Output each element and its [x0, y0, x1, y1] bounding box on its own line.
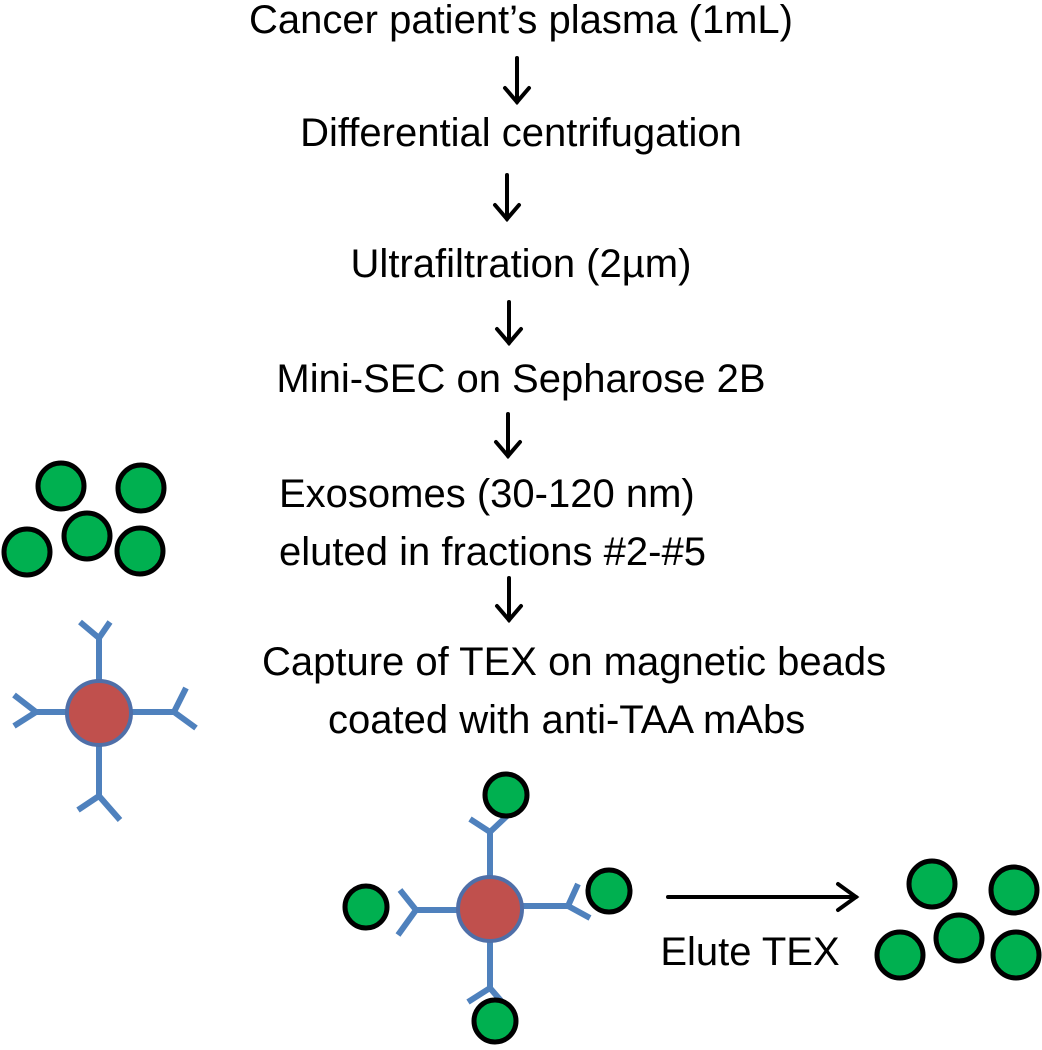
exosome: [933, 912, 985, 964]
captured-exosome: [471, 997, 519, 1045]
exosome: [988, 864, 1040, 916]
exosome: [906, 858, 958, 910]
antibody-bead-loaded: [342, 771, 633, 1045]
exosome-cluster-eluted: [874, 858, 1042, 981]
down-arrow-1: [503, 56, 531, 106]
step-ultrafiltration: Ultrafiltration (2µm): [350, 242, 692, 286]
exosome: [115, 462, 167, 514]
step-exosomes-line1: Exosomes (30-120 nm): [279, 472, 695, 516]
exosome: [874, 929, 926, 981]
down-arrow-3: [495, 300, 523, 347]
exosome: [114, 525, 166, 577]
captured-exosome: [482, 771, 530, 819]
step-exosomes-line2: eluted in fractions #2-#5: [279, 530, 706, 574]
elute-tex-label: Elute TEX: [660, 930, 840, 974]
step-differential-centrifugation: Differential centrifugation: [300, 111, 742, 155]
step-capture-line2: coated with anti-TAA mAbs: [328, 698, 806, 742]
elute-arrow: [666, 882, 860, 912]
exosome: [61, 510, 113, 562]
captured-exosome: [342, 883, 390, 931]
down-arrow-5: [495, 576, 523, 624]
exosome-cluster-left: [1, 460, 167, 578]
exosome: [990, 929, 1042, 981]
captured-exosome: [585, 867, 633, 915]
step-mini-sec: Mini-SEC on Sepharose 2B: [276, 357, 766, 401]
step-capture-line1: Capture of TEX on magnetic beads: [262, 640, 887, 684]
antibody-bead-left: [12, 619, 198, 822]
exosome: [35, 460, 87, 512]
magnetic-bead: [65, 679, 133, 747]
step-plasma: Cancer patient’s plasma (1mL): [249, 0, 793, 42]
magnetic-bead: [456, 875, 524, 943]
exosome: [1, 526, 53, 578]
down-arrow-2: [493, 173, 521, 223]
down-arrow-4: [494, 412, 522, 460]
